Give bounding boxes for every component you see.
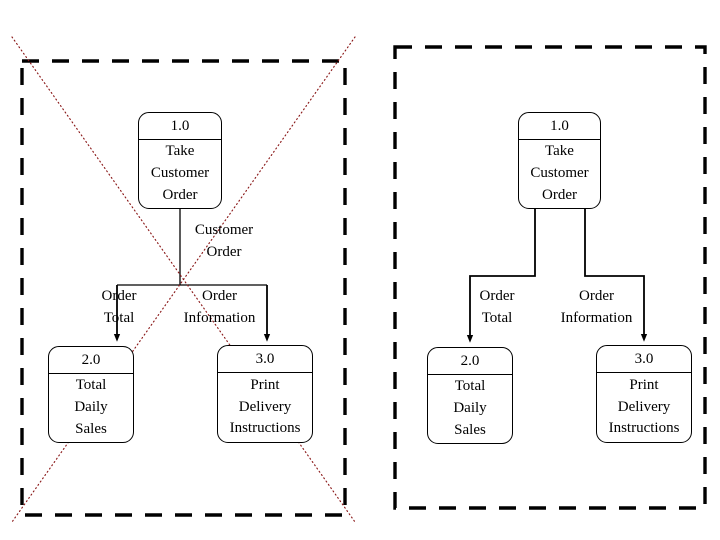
process-name-line: Daily: [453, 400, 487, 417]
process-name: Take Customer Order: [519, 140, 600, 208]
left-flow-label-order-total: Order Total: [88, 286, 150, 330]
flow-label-line: Order: [479, 288, 515, 304]
process-name-line: Customer: [530, 165, 589, 182]
left-panel-group: [11, 36, 356, 523]
right-flow-order-total-path: [466, 209, 536, 343]
process-number: 1.0: [139, 113, 221, 140]
process-name: Total Daily Sales: [49, 374, 133, 442]
process-number: 3.0: [597, 346, 691, 373]
process-name-line: Take: [165, 143, 195, 160]
process-number: 2.0: [49, 347, 133, 374]
right-panel-process-1[interactable]: 1.0 Take Customer Order: [518, 112, 601, 209]
flow-label-line: Customer: [194, 222, 254, 238]
process-name-line: Customer: [150, 165, 210, 182]
process-name-line: Instructions: [229, 420, 301, 437]
process-name: Total Daily Sales: [428, 375, 512, 443]
process-name: Take Customer Order: [139, 140, 221, 208]
right-flow-label-order-total: Order Total: [466, 286, 528, 330]
right-panel-process-3[interactable]: 3.0 Print Delivery Instructions: [596, 345, 692, 443]
left-flow-label-customer-order: Customer Order: [182, 220, 266, 264]
process-name-line: Total: [454, 378, 486, 395]
flow-label-line: Order: [206, 243, 242, 260]
right-flow-label-order-information: Order Information: [545, 286, 648, 330]
right-flow-order-information-path: [584, 209, 648, 342]
flow-label-line: Total: [481, 309, 513, 326]
process-name-line: Daily: [74, 399, 108, 416]
process-number: 3.0: [218, 346, 312, 373]
process-number: 1.0: [519, 113, 600, 140]
process-name-line: Sales: [454, 421, 486, 438]
process-name-line: Print: [250, 376, 280, 393]
process-number: 2.0: [428, 348, 512, 375]
left-panel-crossout-line-b: [11, 36, 356, 523]
process-name-line: Delivery: [238, 398, 292, 415]
right-panel-group: [393, 45, 707, 510]
flow-label-line: Information: [183, 309, 256, 326]
left-panel-process-1[interactable]: 1.0 Take Customer Order: [138, 112, 222, 209]
process-name-line: Order: [542, 186, 577, 203]
flow-label-line: Information: [560, 309, 633, 326]
process-name: Print Delivery Instructions: [597, 373, 691, 442]
process-name-line: Order: [162, 186, 198, 203]
process-name-line: Sales: [75, 420, 107, 437]
flow-label-line: Total: [103, 309, 135, 326]
process-name: Print Delivery Instructions: [218, 373, 312, 442]
left-panel-dashed-border: [20, 59, 347, 517]
flow-label-line: Order: [202, 288, 237, 304]
process-name-line: Instructions: [608, 420, 680, 437]
left-flow-label-order-information: Order Information: [168, 286, 271, 330]
right-panel-dashed-border: [393, 45, 707, 510]
process-name-line: Total: [75, 377, 107, 394]
process-name-line: Delivery: [617, 398, 671, 415]
left-panel-process-2[interactable]: 2.0 Total Daily Sales: [48, 346, 134, 443]
flow-label-line: Order: [579, 288, 614, 304]
right-panel-process-2[interactable]: 2.0 Total Daily Sales: [427, 347, 513, 444]
left-panel-process-3[interactable]: 3.0 Print Delivery Instructions: [217, 345, 313, 443]
process-name-line: Print: [629, 376, 659, 393]
flow-label-line: Order: [101, 288, 137, 304]
process-name-line: Take: [545, 143, 574, 160]
